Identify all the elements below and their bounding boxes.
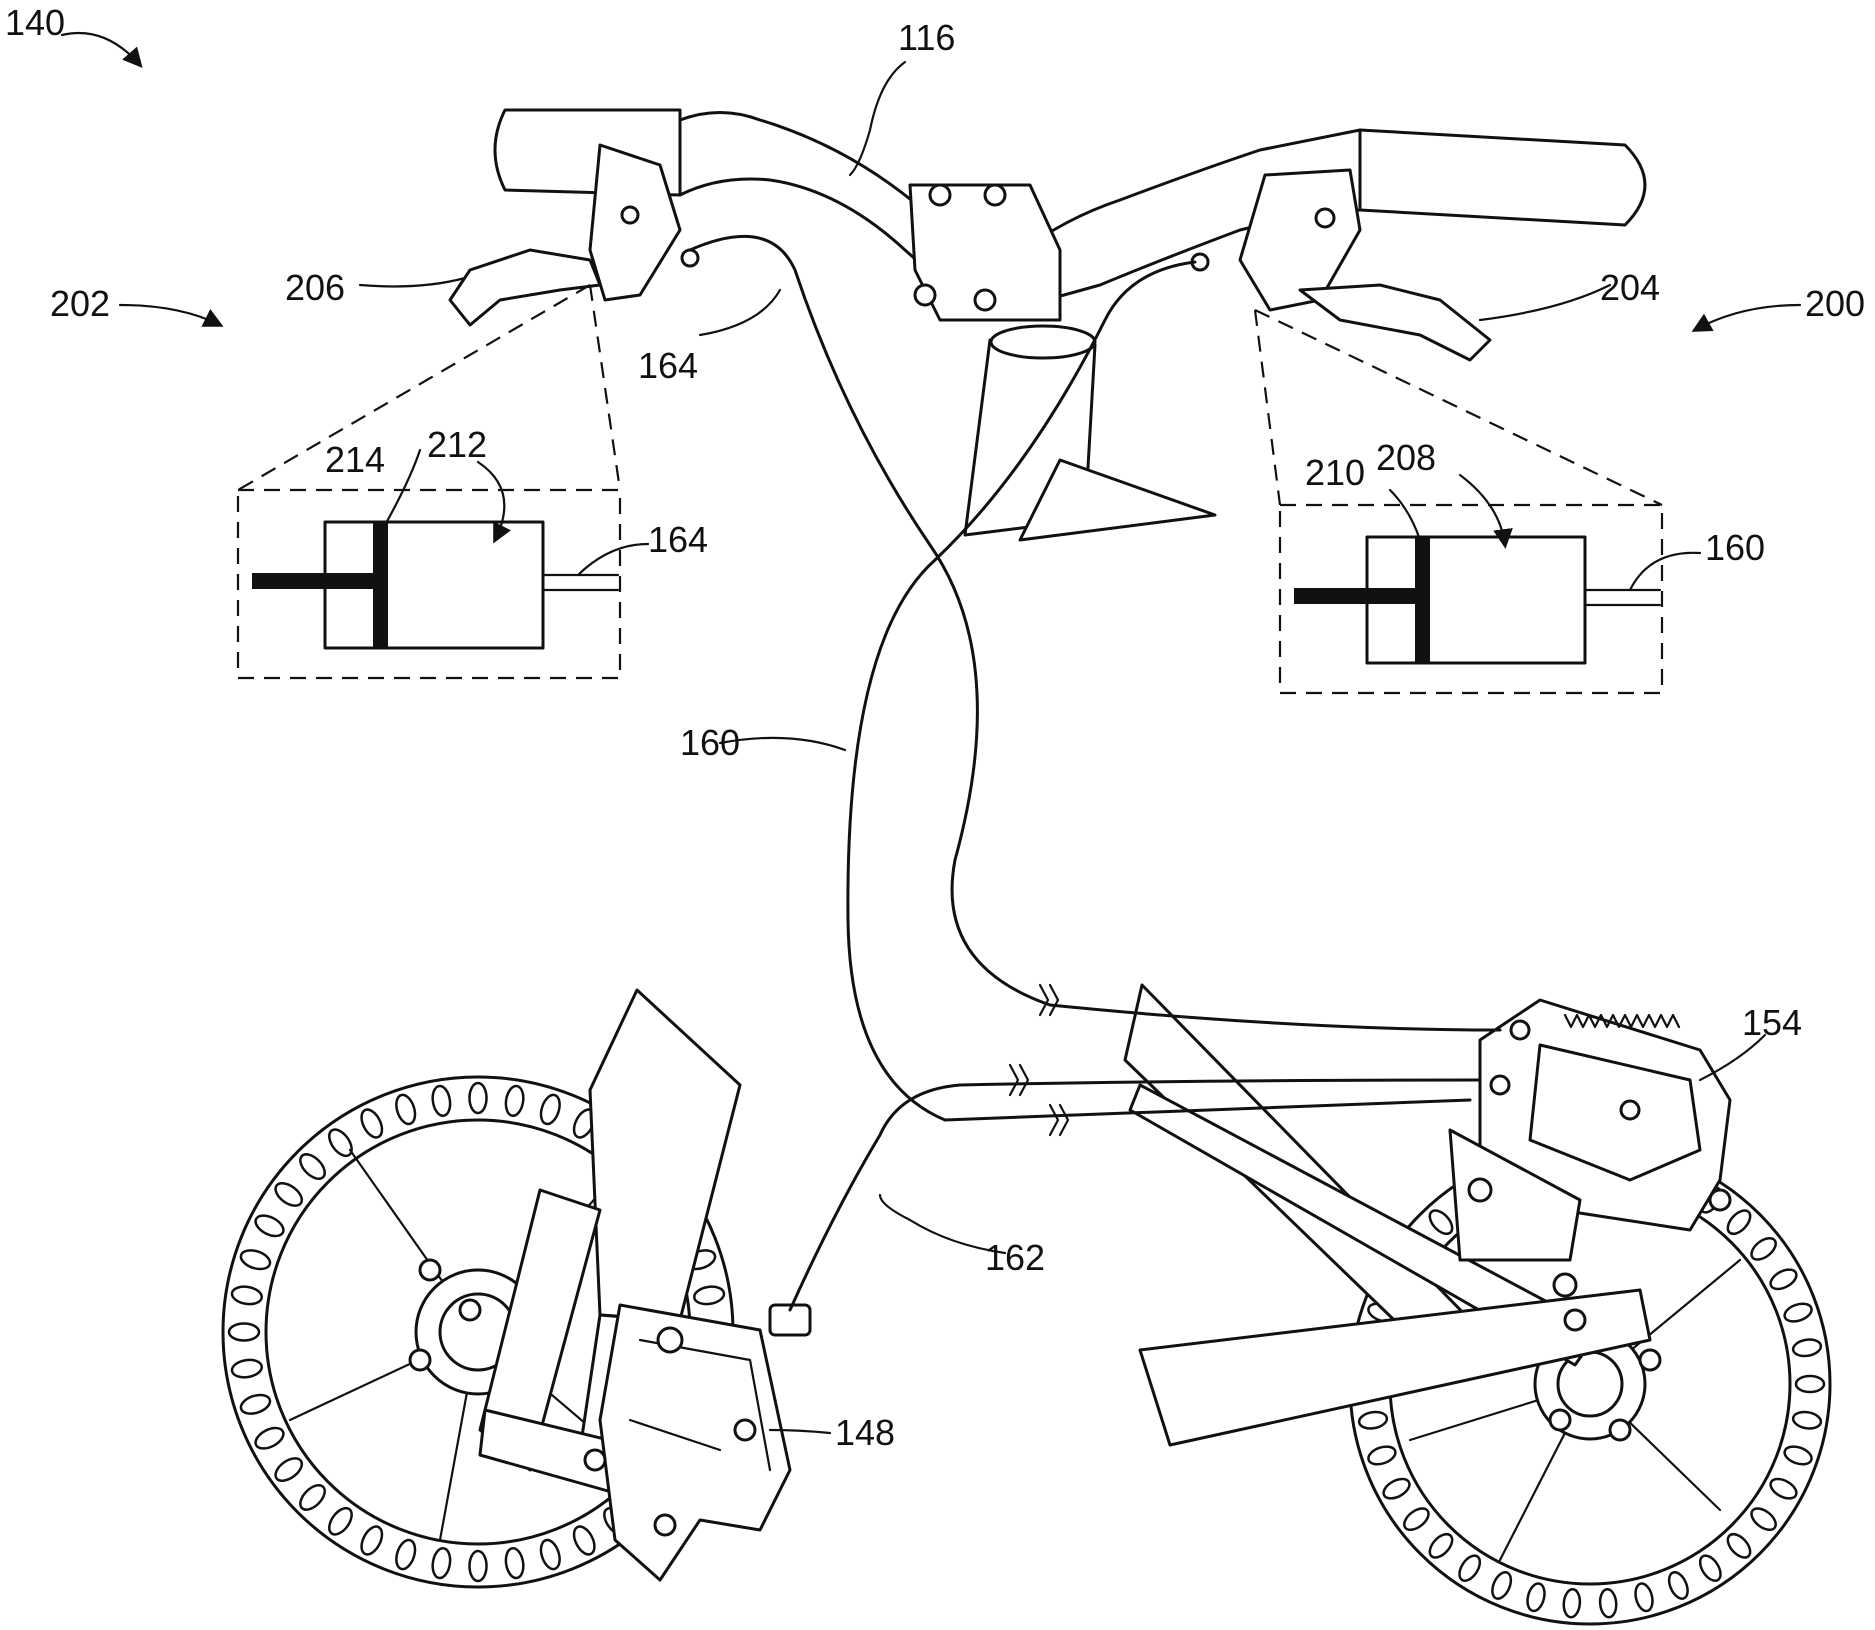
vent-slot	[431, 1547, 452, 1579]
vent-slot	[1400, 1504, 1432, 1534]
vent-slot	[1426, 1530, 1457, 1561]
vent-slot	[393, 1538, 418, 1572]
vent-slot	[1782, 1443, 1814, 1467]
vent-slot	[1455, 1552, 1484, 1584]
vent-slot	[504, 1547, 525, 1579]
vent-slot	[1380, 1475, 1412, 1502]
vent-slot	[357, 1523, 386, 1557]
vent-slot	[570, 1523, 599, 1557]
vent-slot	[1525, 1582, 1547, 1613]
vent-slot	[1748, 1234, 1780, 1264]
vent-slot	[357, 1106, 386, 1140]
vent-slot	[252, 1424, 286, 1453]
label-214: 214	[325, 439, 385, 480]
vent-slot	[1358, 1410, 1388, 1430]
vent-slot	[272, 1179, 306, 1210]
left-master-cylinder-inset	[238, 285, 620, 678]
vent-slot	[1767, 1475, 1799, 1502]
label-208: 208	[1376, 437, 1436, 478]
label-202: 202	[50, 283, 110, 324]
vent-slot	[1599, 1589, 1617, 1618]
label-154: 154	[1742, 1002, 1802, 1043]
vent-slot	[1489, 1569, 1515, 1601]
vent-slot	[1633, 1582, 1655, 1613]
vent-slot	[1796, 1376, 1824, 1392]
label-116: 116	[898, 17, 955, 58]
vent-slot	[1563, 1589, 1581, 1618]
vent-slot	[1792, 1410, 1822, 1430]
vent-slot	[231, 1285, 263, 1306]
vent-slot	[239, 1392, 273, 1417]
vent-slot	[1792, 1338, 1822, 1358]
vent-slot	[1665, 1569, 1691, 1601]
vent-slot	[693, 1285, 725, 1306]
vent-slot	[296, 1150, 329, 1183]
vent-slot	[229, 1324, 259, 1341]
vent-slot	[1724, 1206, 1755, 1237]
vent-slot	[296, 1481, 329, 1514]
vent-slot	[325, 1504, 356, 1538]
label-148: 148	[835, 1412, 895, 1453]
rear-caliper	[1450, 1000, 1730, 1296]
label-204: 204	[1600, 267, 1660, 308]
vent-slot	[1748, 1504, 1780, 1534]
label-212: 212	[427, 424, 487, 465]
label-140: 140	[5, 2, 65, 43]
vent-slot	[1724, 1530, 1755, 1561]
vent-slot	[538, 1538, 563, 1572]
vent-slot	[231, 1358, 263, 1379]
vent-slot	[1426, 1206, 1457, 1237]
label-160: 160	[680, 722, 740, 763]
vent-slot	[431, 1085, 452, 1117]
right-master-cylinder-inset	[1255, 310, 1662, 693]
front-caliper	[585, 1305, 810, 1580]
label-164-top: 164	[638, 345, 698, 386]
vent-slot	[1366, 1443, 1398, 1467]
label-164-inset: 164	[648, 519, 708, 560]
vent-slot	[1782, 1300, 1814, 1324]
vent-slot	[1767, 1266, 1799, 1293]
vent-slot	[252, 1211, 286, 1240]
vent-slot	[325, 1126, 356, 1160]
vent-slot	[470, 1083, 487, 1113]
vent-slot	[393, 1093, 418, 1127]
hydraulic-lines	[690, 236, 1500, 1310]
vent-slot	[239, 1247, 273, 1272]
label-206: 206	[285, 267, 345, 308]
vent-slot	[538, 1093, 563, 1127]
vent-slot	[1696, 1552, 1725, 1584]
label-210: 210	[1305, 452, 1365, 493]
vent-slot	[504, 1085, 525, 1117]
label-160-inset: 160	[1705, 527, 1765, 568]
label-162: 162	[985, 1237, 1045, 1278]
label-200: 200	[1805, 283, 1865, 324]
vent-slot	[272, 1454, 306, 1485]
vent-slot	[470, 1551, 487, 1581]
